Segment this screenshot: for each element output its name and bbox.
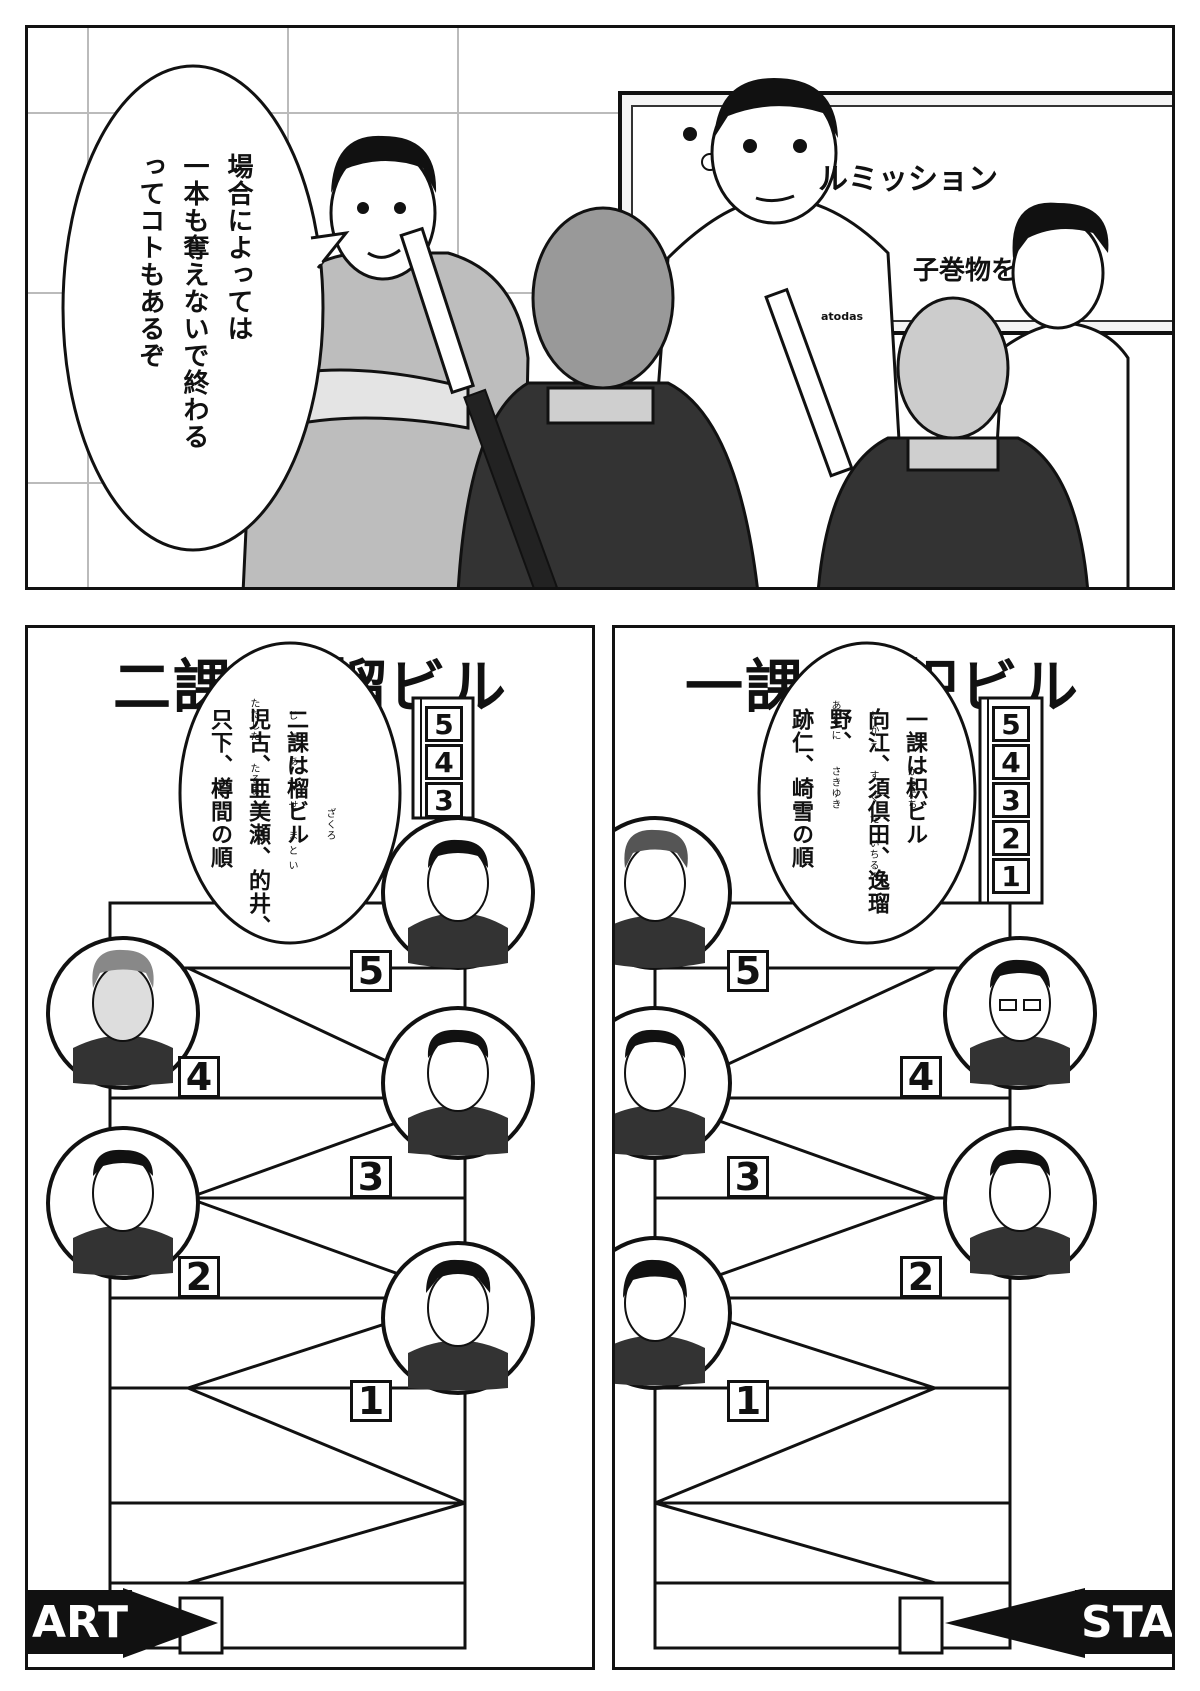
stair-floor-2: 2 [900, 1255, 942, 1299]
tower-floor-1: 1 [992, 858, 1030, 894]
stair-floor-3: 3 [350, 1155, 392, 1199]
panel-briefing: ルミッション 子巻物を atodas 場合によっては 一本も奪えないで終わる っ… [25, 25, 1175, 590]
tower-floor-4: 4 [992, 744, 1030, 780]
ruby-abise: あ び せ [286, 756, 297, 811]
ruby-karatachi: からたち [905, 766, 916, 810]
ruby-ichiruno: いちるの [867, 838, 878, 882]
ruby-matoi: ま と い [286, 830, 297, 872]
tower-floor-3: 3 [992, 782, 1030, 818]
panel-section2-route: 二課 → 榴ビル [25, 625, 595, 1670]
ruby-zakuro: ざくろ [324, 808, 335, 841]
speech-text-briefing: 場合によっては 一本も奪えないで終わる ってコトもあるぞ [128, 153, 260, 493]
stair-floor-5: 5 [350, 949, 392, 993]
speech-line-3: 跡仁、崎雪の順 [788, 708, 813, 869]
ruby-mukae: む か え [867, 710, 878, 752]
ruby-tadashita: ただした [248, 698, 259, 742]
ruby-sakiyuki: さきゆき [829, 766, 840, 810]
stair-floor-1: 1 [350, 1379, 392, 1423]
shirt-logo: atodas [821, 310, 864, 323]
speech-line-1: 二課は榴ビル [283, 708, 308, 846]
ruby-jiko: じ こ [286, 710, 297, 743]
speech-line-3: 只下、樽間の順 [207, 708, 232, 869]
speech-line-2: 向江、須倶田、逸瑠野、 [826, 708, 889, 915]
stair-floor-1: 1 [727, 1379, 769, 1423]
stair-floor-5: 5 [727, 949, 769, 993]
speech-text-section1: 一課は枳ビル 向江、須倶田、逸瑠野、 跡仁、崎雪の順 [781, 708, 933, 948]
speech-line-1: 場合によっては [223, 153, 253, 342]
tower-floor-5: 5 [425, 706, 463, 742]
start-label: STA [1075, 1590, 1172, 1654]
ruby-suguta: す ぐ た [867, 770, 878, 825]
tower-floor-3: 3 [425, 782, 463, 818]
stair-floor-4: 4 [178, 1055, 220, 1099]
speech-text-section2: 二課は榴ビル 児古、亜美瀬、的井、 只下、樽間の順 [200, 708, 314, 948]
start-label: ART [28, 1590, 132, 1654]
ruby-atoni: あ と に [829, 700, 840, 742]
route-diagram [46, 696, 535, 1658]
whiteboard-text-scroll: 子巻物を [913, 256, 1018, 286]
stair-floor-3: 3 [727, 1155, 769, 1199]
ruby-taruma: たるま [248, 763, 259, 796]
stair-floor-2: 2 [178, 1255, 220, 1299]
whiteboard-text-mission: ルミッション [818, 162, 998, 197]
panel-section1-route: 一課 → 枳ビル [612, 625, 1175, 1670]
speech-line-2: 児古、亜美瀬、的井、 [245, 708, 270, 938]
speech-line-1: 一課は枳ビル [902, 708, 927, 846]
speech-line-3: ってコトもあるぞ [135, 153, 165, 369]
stair-floor-4: 4 [900, 1055, 942, 1099]
tower-floor-2: 2 [992, 820, 1030, 856]
speech-line-2: 一本も奪えないで終わる [179, 153, 209, 450]
tower-floor-4: 4 [425, 744, 463, 780]
tower-floor-5: 5 [992, 706, 1030, 742]
